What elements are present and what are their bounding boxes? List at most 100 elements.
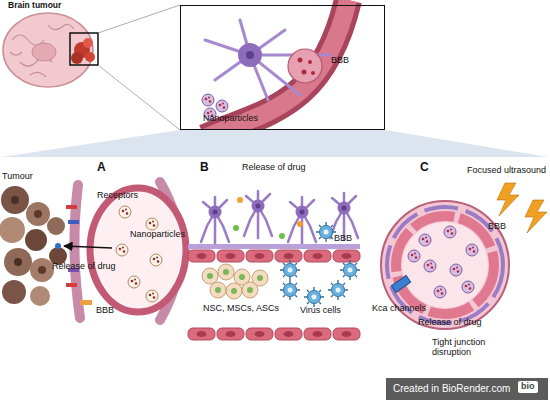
panel-a-drawing <box>4 248 32 276</box>
inset-drawing <box>205 20 330 100</box>
panel-a-drawing <box>128 276 140 288</box>
panel-a-drawing <box>25 229 47 251</box>
brain-drawing <box>71 52 83 64</box>
panel-a-drawing <box>116 244 128 256</box>
part-label: BBB <box>334 234 352 244</box>
part-label: Receptors <box>97 191 138 201</box>
barrier-label: BBB <box>331 56 349 66</box>
panel-b-drawing <box>333 250 360 262</box>
panel-a-drawing <box>66 283 77 287</box>
brain-drawing <box>3 13 98 87</box>
part-label: Release of drug <box>52 262 116 272</box>
panel-a-drawing <box>2 280 26 304</box>
zoom-band <box>2 130 548 157</box>
part-label: NSC, MSCs, ASCs <box>203 304 279 314</box>
zoom-lines <box>98 65 180 130</box>
panel-a-drawing <box>66 205 77 209</box>
part-label: BBB <box>488 222 506 232</box>
panel-b-drawing <box>316 222 336 242</box>
panel-b-drawing <box>280 280 300 300</box>
panel-c-drawing <box>434 286 446 298</box>
inset-drawing <box>311 71 315 75</box>
panel-b-drawing <box>333 328 360 340</box>
panel-c-drawing <box>444 226 456 238</box>
panel-b-drawing <box>188 191 360 340</box>
panel-a-drawing <box>150 254 162 266</box>
inset-box: BBBNanoparticles <box>180 5 385 130</box>
panel-a-drawing <box>55 243 61 249</box>
panel-a-drawing <box>0 182 186 320</box>
inset-drawing <box>180 0 385 138</box>
panel-a-drawing <box>0 217 25 243</box>
panel-a-drawing <box>14 258 22 266</box>
panel-letter: A <box>97 161 106 174</box>
panel-a-drawing <box>146 218 158 230</box>
panel-c-drawing <box>497 183 519 216</box>
panel-b-drawing <box>217 328 244 340</box>
inset-drawing <box>302 70 307 75</box>
figure-label: Brain tumour <box>8 1 61 10</box>
panel-b-drawing <box>340 260 360 280</box>
panel-a-drawing <box>30 286 50 306</box>
panel-a-drawing <box>90 188 186 312</box>
panel-b-drawing <box>252 270 268 286</box>
watermark-badge: bio <box>518 381 538 393</box>
part-label: Tumour <box>2 172 33 182</box>
inset-drawing <box>288 49 322 83</box>
inset-drawing <box>216 100 228 112</box>
panel-c-drawing <box>396 216 494 314</box>
panel-a-drawing <box>26 202 50 226</box>
panel-b-drawing <box>201 197 229 244</box>
panel-a-drawing <box>119 206 131 218</box>
brain-drawing <box>85 52 95 62</box>
part-label: Virus cells <box>300 306 341 316</box>
panel-a-drawing <box>80 300 92 305</box>
panel-b-drawing <box>188 250 215 262</box>
zoom-lines <box>98 5 180 130</box>
panel-c-drawing <box>462 281 474 293</box>
panel-b-drawing <box>279 233 285 239</box>
panel-a-drawing <box>34 210 42 218</box>
panel-b-drawing <box>218 264 234 280</box>
part-label: Focused ultrasound <box>467 166 546 176</box>
panel-b-drawing <box>328 280 348 300</box>
panel-c-drawing <box>424 260 436 272</box>
inset-drawing <box>298 58 303 63</box>
panel-c-drawing <box>466 244 478 256</box>
panel-b-drawing <box>304 250 331 262</box>
panel-a-drawing <box>146 290 158 302</box>
part-label: Release of drug <box>242 163 306 173</box>
panel-c-drawing <box>419 234 431 246</box>
panel-b-drawing <box>275 250 302 262</box>
watermark-text: Created in BioRender.com <box>393 383 510 394</box>
watermark-box: Created in BioRender.com bio <box>386 378 548 400</box>
zoom-lines <box>98 5 180 33</box>
inset-drawing <box>238 43 262 67</box>
panel-a-drawing <box>1 186 29 214</box>
panel-b-drawing <box>288 197 316 244</box>
panel-letter: C <box>420 161 429 174</box>
panel-b-drawing <box>304 328 331 340</box>
panel-c-drawing <box>402 222 488 308</box>
inset-drawing <box>202 94 214 106</box>
brain-drawing <box>3 13 93 87</box>
panel-b-drawing <box>280 260 300 280</box>
panel-b-drawing <box>246 250 273 262</box>
panel-b-drawing <box>297 221 303 227</box>
inset-drawing <box>308 60 312 64</box>
panel-c-drawing <box>391 276 410 293</box>
panel-b-drawing <box>188 328 215 340</box>
panel-b-drawing <box>233 225 239 231</box>
part-label: Tight junction disruption <box>432 338 504 358</box>
panel-a-drawing <box>64 246 112 248</box>
inset-drawing <box>246 51 254 59</box>
panel-c-drawing <box>525 200 547 233</box>
panel-letter: B <box>200 161 209 174</box>
panel-b-drawing <box>188 244 360 249</box>
panel-b-drawing <box>202 268 218 284</box>
panel-b-drawing <box>246 328 273 340</box>
panel-b-drawing <box>217 250 244 262</box>
panel-a-drawing <box>30 258 54 282</box>
panel-b-drawing <box>237 197 243 203</box>
